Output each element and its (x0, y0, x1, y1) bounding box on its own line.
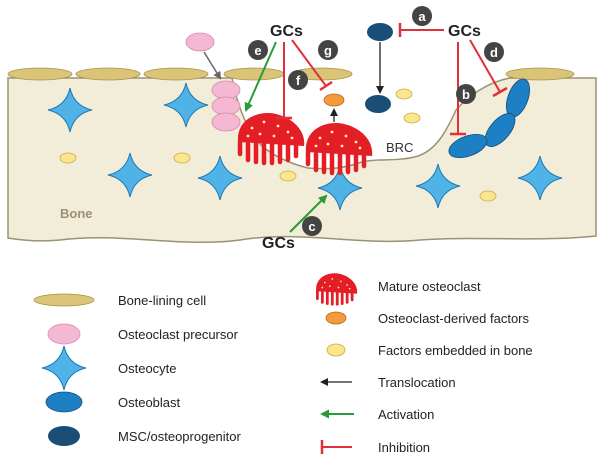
legend-right: Mature osteoclast Osteoclast-derived fac… (314, 271, 533, 455)
svg-text:g: g (324, 43, 332, 58)
gcs-label-bottom: GCs (262, 235, 295, 252)
legend-item-translocation: Translocation (320, 375, 456, 390)
bone-label: Bone (60, 206, 93, 221)
svg-text:Translocation: Translocation (378, 375, 456, 390)
brc-label: BRC (386, 140, 413, 155)
badge-d: d (484, 42, 504, 62)
pathway-e-activation (244, 41, 277, 112)
legend-item-osteoclast-precursor: Osteoclast precursor (47, 323, 239, 345)
msc-osteoprogenitor-icon (48, 426, 80, 446)
badge-f: f (288, 70, 308, 90)
osteoclast-precursor-icon (47, 323, 81, 345)
badge-e: e (248, 40, 268, 60)
badge-g: g (318, 40, 338, 60)
bone-tissue (7, 77, 597, 244)
legend-item-inhibition: Inhibition (320, 440, 430, 455)
embedded-factor-icon (326, 343, 346, 357)
svg-text:Factors embedded in bone: Factors embedded in bone (378, 343, 533, 358)
legend-item-mature-osteoclast: Mature osteoclast (314, 271, 481, 306)
mature-osteoclast-icon (314, 271, 359, 306)
svg-text:d: d (490, 45, 498, 60)
badge-b: b (456, 84, 476, 104)
svg-text:Inhibition: Inhibition (378, 440, 430, 455)
badge-c: c (302, 216, 322, 236)
badge-a: a (412, 6, 432, 26)
pathway-a-inhibition (398, 23, 444, 37)
msc-cell-in-brc (365, 95, 391, 113)
precursor-recruitment-arrow (203, 51, 222, 80)
svg-text:Osteoblast: Osteoblast (118, 395, 181, 410)
osteoclast-derived-factor (323, 93, 345, 107)
osteoclast-derived-factor-icon (325, 311, 347, 325)
svg-text:Bone-lining cell: Bone-lining cell (118, 293, 206, 308)
svg-text:f: f (296, 73, 301, 88)
legend-item-embedded-factors: Factors embedded in bone (326, 343, 533, 358)
legend-item-msc-osteoprogenitor: MSC/osteoprogenitor (48, 426, 242, 446)
gcs-label-top-left: GCs (270, 23, 303, 40)
svg-text:b: b (462, 87, 470, 102)
svg-text:Osteoclast-derived factors: Osteoclast-derived factors (378, 311, 530, 326)
legend-item-osteoblast: Osteoblast (45, 391, 181, 413)
osteocyte-icon (41, 345, 87, 391)
osteoclast-precursors (185, 32, 241, 132)
pathway-f-inhibition (276, 42, 292, 120)
pathway-g-inhibition (291, 39, 333, 92)
mature-osteoclast-right (306, 123, 372, 173)
svg-text:Activation: Activation (378, 407, 434, 422)
legend-item-osteoclast-derived-factors: Osteoclast-derived factors (325, 311, 530, 326)
svg-text:Osteoclast precursor: Osteoclast precursor (118, 327, 239, 342)
gcs-label-top-right: GCs (448, 23, 481, 40)
bone-lining-cell-icon (33, 293, 95, 307)
msc-cell-top (367, 23, 393, 41)
legend-item-bone-lining-cell: Bone-lining cell (33, 293, 206, 308)
legend-item-osteocyte: Osteocyte (41, 345, 177, 391)
svg-text:c: c (308, 219, 315, 234)
svg-text:a: a (418, 9, 426, 24)
legend-left: Bone-lining cell Osteoclast precursor Os… (33, 293, 242, 446)
legend-item-activation: Activation (320, 407, 434, 422)
osteoblast-icon (45, 391, 83, 413)
svg-text:e: e (254, 43, 261, 58)
svg-text:Mature osteoclast: Mature osteoclast (378, 279, 481, 294)
svg-text:Osteocyte: Osteocyte (118, 361, 177, 376)
svg-text:MSC/osteoprogenitor: MSC/osteoprogenitor (118, 429, 242, 444)
embedded-factors (59, 88, 497, 202)
pathway-c-activation (289, 194, 328, 233)
osteoblasts (448, 78, 531, 159)
bone-lining-cells (7, 67, 575, 81)
pathway-d-inhibition (469, 39, 508, 98)
mature-osteoclast-left (238, 113, 304, 163)
